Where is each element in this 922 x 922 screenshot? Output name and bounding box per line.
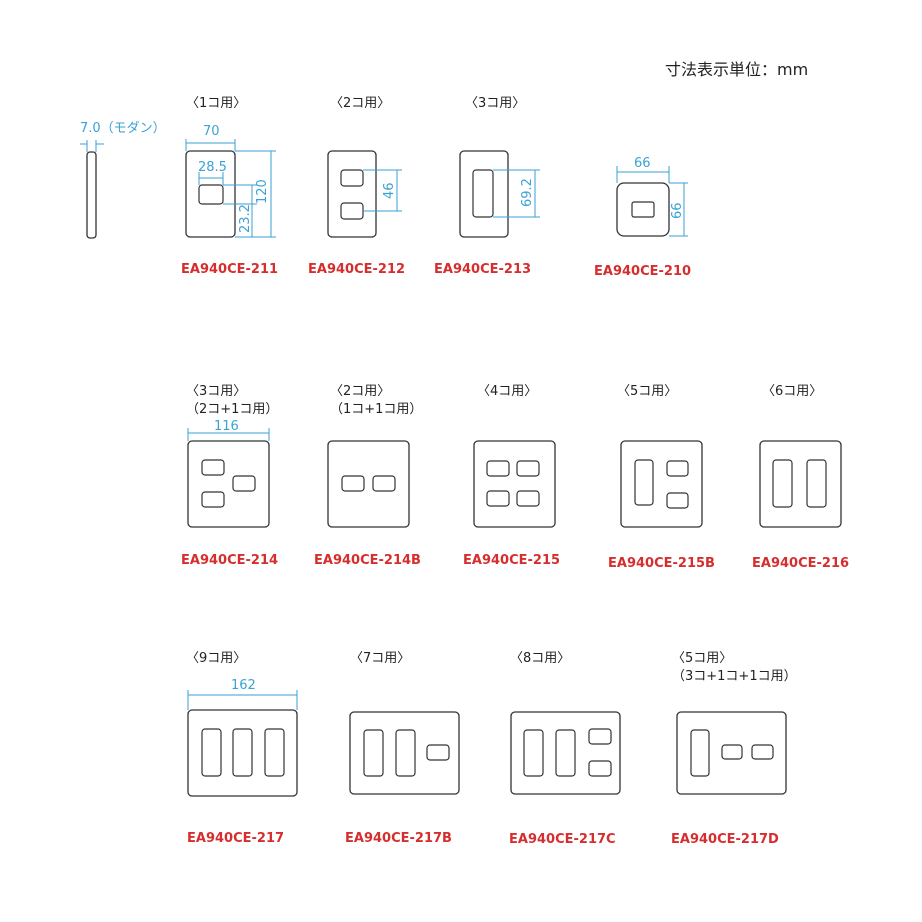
plate-210: 66 66 EA940CE-210 xyxy=(594,156,691,279)
plate-217B: 〈7コ用〉 EA940CE-217B xyxy=(345,651,460,846)
plate-214B-hole-2 xyxy=(372,475,396,492)
plate-217D-caption-1: 〈5コ用〉 xyxy=(672,651,732,666)
plate-217B-hole-3 xyxy=(426,744,450,761)
plate-217B-hole-2 xyxy=(395,729,416,777)
plate-217-hole-1 xyxy=(201,728,222,777)
plate-212-caption: 〈2コ用〉 xyxy=(330,96,390,111)
plate-217D: 〈5コ用〉 （3コ+1コ+1コ用） EA940CE-217D xyxy=(671,651,797,847)
plate-215-code: EA940CE-215 xyxy=(463,553,560,568)
plate-215-outline xyxy=(473,440,556,528)
plate-217C-hole-3 xyxy=(588,728,612,745)
plate-215-hole-4 xyxy=(516,490,540,507)
plate-217-dim-width: 162 xyxy=(231,678,256,693)
plate-214B-caption-2: （1コ+1コ用） xyxy=(330,402,422,417)
plate-214B-hole-1 xyxy=(341,475,365,492)
plate-217-hole-2 xyxy=(232,728,253,777)
plate-211: 〈1コ用〉 70 28.5 120 23.2 EA940CE-211 xyxy=(181,96,278,277)
plate-216: 〈6コ用〉 EA940CE-216 xyxy=(752,384,849,571)
plate-215B-hole-2 xyxy=(666,460,689,477)
plate-214-hole-3 xyxy=(232,475,256,492)
plate-215: 〈4コ用〉 EA940CE-215 xyxy=(463,384,560,568)
plate-217C-hole-2 xyxy=(555,729,576,777)
plate-214B: 〈2コ用〉 （1コ+1コ用） EA940CE-214B xyxy=(314,384,422,568)
plate-214-outline xyxy=(187,440,270,528)
plate-212-hole-1 xyxy=(340,169,364,187)
plate-217-caption: 〈9コ用〉 xyxy=(186,651,246,666)
plate-214B-caption-1: 〈2コ用〉 xyxy=(330,384,390,399)
plate-213-dim: 69.2 xyxy=(520,178,535,207)
plate-217B-code: EA940CE-217B xyxy=(345,831,452,846)
plate-211-code: EA940CE-211 xyxy=(181,262,278,277)
plate-217C-hole-4 xyxy=(588,760,612,777)
plate-217D-hole-2 xyxy=(721,744,743,760)
plate-217C-caption: 〈8コ用〉 xyxy=(510,651,570,666)
plate-212: 〈2コ用〉 46 EA940CE-212 xyxy=(308,96,405,277)
plate-215-caption: 〈4コ用〉 xyxy=(477,384,537,399)
plate-214: 〈3コ用〉 （2コ+1コ用） 116 EA940CE-214 xyxy=(181,384,278,568)
plate-216-outline xyxy=(759,440,842,528)
side-view-profile xyxy=(86,151,97,239)
plate-211-dim-hole-height: 23.2 xyxy=(238,204,253,233)
plate-216-caption: 〈6コ用〉 xyxy=(762,384,822,399)
plate-213: 〈3コ用〉 69.2 EA940CE-213 xyxy=(434,96,540,277)
plate-213-hole xyxy=(472,169,494,218)
plate-217-hole-3 xyxy=(264,728,285,777)
unit-note: 寸法表示単位：mm xyxy=(665,60,808,79)
plate-217D-caption-2: （3コ+1コ+1コ用） xyxy=(672,669,797,684)
plate-213-caption: 〈3コ用〉 xyxy=(465,96,525,111)
plate-217D-code: EA940CE-217D xyxy=(671,832,779,847)
plate-211-dim-hole-width: 28.5 xyxy=(198,160,227,175)
plate-215-hole-1 xyxy=(486,460,510,477)
plate-211-dim-width: 70 xyxy=(203,124,220,139)
plate-217C-hole-1 xyxy=(523,729,544,777)
plate-215B-outline xyxy=(620,440,703,528)
plate-217B-caption: 〈7コ用〉 xyxy=(350,651,410,666)
plate-215-hole-3 xyxy=(486,490,510,507)
plate-214B-code: EA940CE-214B xyxy=(314,553,421,568)
plate-217B-hole-1 xyxy=(363,729,384,777)
plate-211-hole xyxy=(198,184,224,205)
plate-217C-code: EA940CE-217C xyxy=(509,832,616,847)
plate-210-dim-height: 66 xyxy=(670,202,685,219)
plate-213-code: EA940CE-213 xyxy=(434,262,531,277)
plate-211-caption: 〈1コ用〉 xyxy=(186,96,246,111)
plate-212-outline xyxy=(327,150,377,238)
plate-217-code: EA940CE-217 xyxy=(187,831,284,846)
plate-214-hole-1 xyxy=(201,459,225,476)
plate-214-code: EA940CE-214 xyxy=(181,553,278,568)
plate-215B-hole-1 xyxy=(634,459,654,506)
plate-217C: 〈8コ用〉 EA940CE-217C xyxy=(509,651,621,847)
plate-217: 〈9コ用〉 162 EA940CE-217 xyxy=(186,651,298,846)
side-view-caption: 7.0（モダン） xyxy=(80,121,166,136)
plate-210-hole xyxy=(631,201,655,218)
plate-216-hole-2 xyxy=(806,459,827,508)
plate-210-dim-width: 66 xyxy=(634,156,651,171)
plate-216-hole-1 xyxy=(772,459,793,508)
plate-215B-hole-3 xyxy=(666,492,689,509)
plate-215B: 〈5コ用〉 EA940CE-215B xyxy=(608,384,715,571)
plate-211-dim-height: 120 xyxy=(255,179,270,204)
plate-215-hole-2 xyxy=(516,460,540,477)
plate-214B-outline xyxy=(327,440,410,528)
plate-212-hole-2 xyxy=(340,202,364,220)
plate-212-dim: 46 xyxy=(382,182,397,199)
plate-216-code: EA940CE-216 xyxy=(752,556,849,571)
plate-217D-hole-1 xyxy=(690,729,710,777)
plate-214-dim-width: 116 xyxy=(214,419,239,434)
plate-217D-hole-3 xyxy=(751,744,774,760)
plate-215B-caption: 〈5コ用〉 xyxy=(617,384,677,399)
plate-210-code: EA940CE-210 xyxy=(594,264,691,279)
plate-214-caption-1: 〈3コ用〉 xyxy=(186,384,246,399)
side-view: 7.0（モダン） xyxy=(80,121,166,239)
plate-212-code: EA940CE-212 xyxy=(308,262,405,277)
plate-214-caption-2: （2コ+1コ用） xyxy=(186,402,278,417)
plate-214-hole-2 xyxy=(201,491,225,508)
plate-215B-code: EA940CE-215B xyxy=(608,556,715,571)
